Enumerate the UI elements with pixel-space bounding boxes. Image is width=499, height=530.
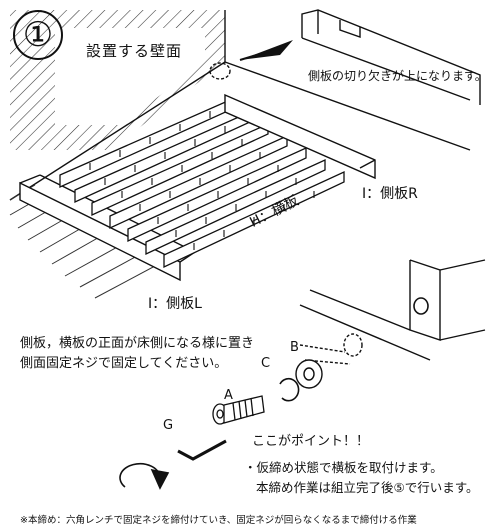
notch-note: 側板の切り欠きが上になります。 [308,69,487,83]
point-line-1: ・仮締め状態で横板を取付けます。 [244,460,443,475]
part-a-label: A [224,388,233,403]
part-c-label: C [261,356,271,371]
notch-inset [209,9,481,105]
panel-detail [299,259,486,365]
wall-hatch [9,10,471,201]
instruction-line-1: 側板，横板の正面が床側になる様に置き [20,336,255,351]
instruction-line-2: 側面固定ネジで固定してください。 [20,356,228,371]
step-number: ① [13,10,63,60]
point-line-2: 本締め作業は組立完了後⑤で行います。 [256,480,479,495]
bolt-a [212,395,265,425]
side-panel-r [224,93,376,180]
point-title: ここがポイント！！ [252,434,370,449]
washer-b [295,359,323,389]
footnote: ※本締め：六角レンチで固定ネジを締付けていき、固定ネジが回らなくなるまで締付ける… [20,515,417,526]
part-b-label: B [290,340,299,355]
wall-label: 設置する壁面 [86,42,183,60]
part-g-label: G [163,418,174,433]
rotate-arrow-icon [119,462,170,490]
side-panel-r-label: I：側板R [362,186,418,202]
spring-washer-c [279,377,300,402]
side-panel-l-label: I：側板L [148,296,202,312]
hex-wrench-g [177,439,227,461]
board-notches [89,111,315,250]
